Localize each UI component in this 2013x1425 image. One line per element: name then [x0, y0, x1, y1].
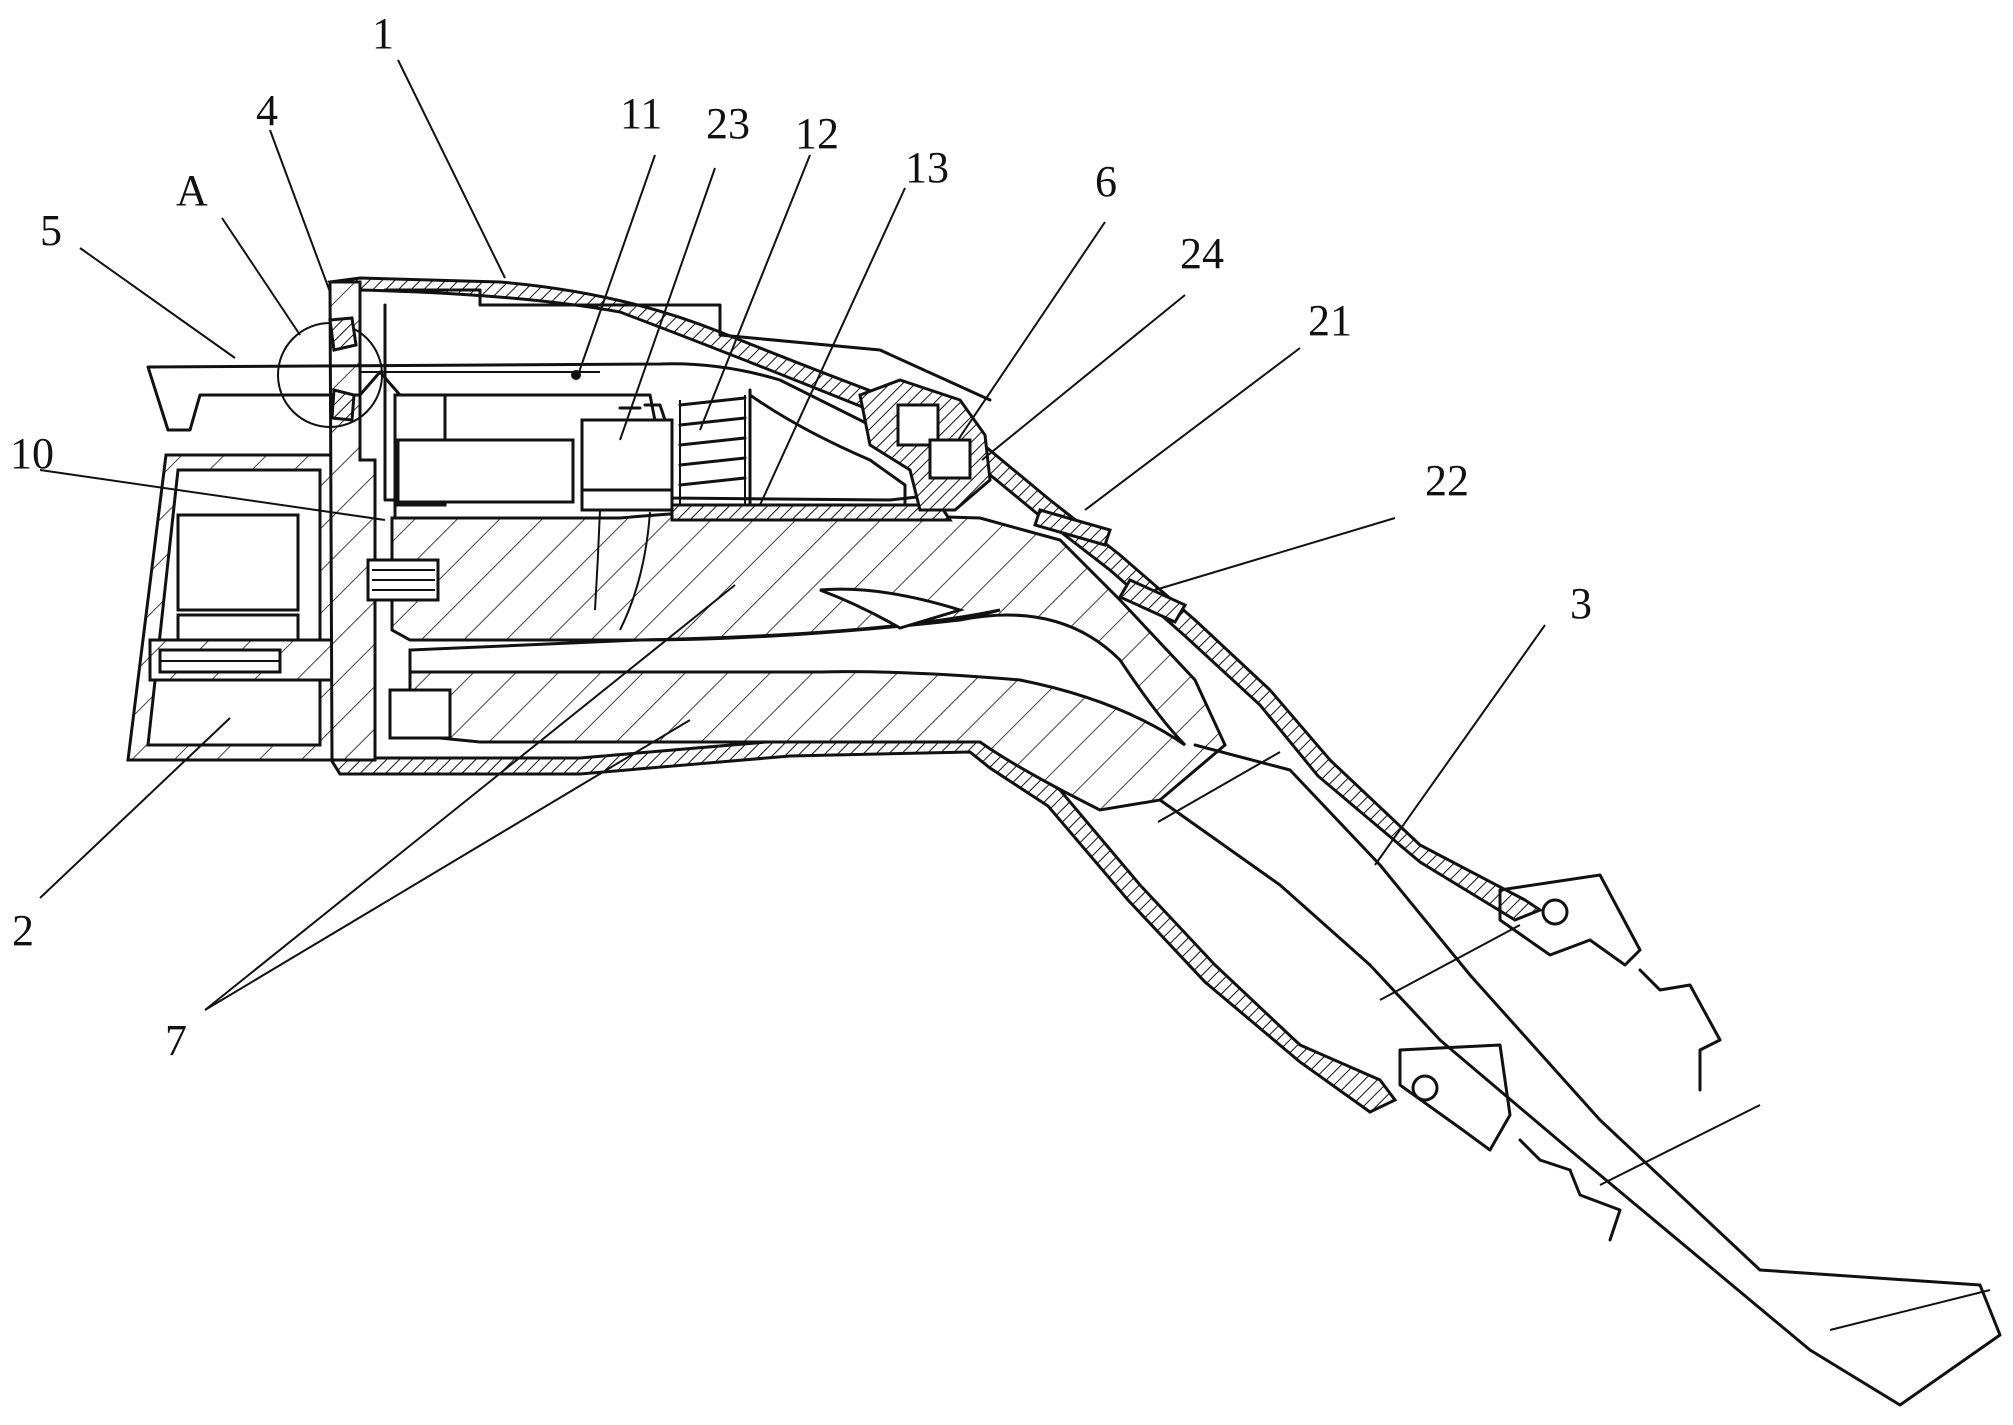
label-3: 3 [1570, 579, 1592, 628]
switch-23 [582, 420, 672, 495]
label-22: 22 [1425, 456, 1469, 505]
label-a: A [176, 166, 208, 215]
connector-head [128, 282, 375, 760]
spring-12 [680, 395, 745, 505]
label-7: 7 [165, 1016, 187, 1065]
label-11: 11 [620, 89, 662, 138]
label-13: 13 [905, 143, 949, 192]
button-6 [860, 380, 990, 510]
label-23: 23 [706, 99, 750, 148]
label-4: 4 [256, 86, 278, 135]
label-6: 6 [1095, 157, 1117, 206]
label-10: 10 [10, 429, 54, 478]
label-21: 21 [1308, 296, 1352, 345]
label-12: 12 [795, 109, 839, 158]
label-24: 24 [1180, 229, 1224, 278]
cable-sleeve [1158, 745, 2000, 1405]
label-5: 5 [40, 206, 62, 255]
label-1: 1 [372, 9, 394, 58]
label-2: 2 [12, 906, 34, 955]
